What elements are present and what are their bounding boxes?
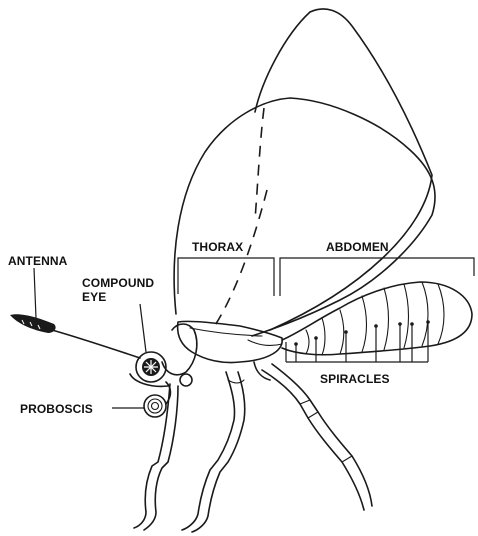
compound-eye-leader <box>140 304 146 352</box>
hind-wing-fold-line <box>212 190 267 330</box>
legs <box>134 362 372 532</box>
fore-wing-fold-line <box>255 108 264 220</box>
thorax-bracket <box>178 258 274 296</box>
hind-wing <box>255 9 432 330</box>
proboscis-label: PROBOSCIS <box>20 402 93 416</box>
thorax-label: THORAX <box>192 240 243 254</box>
compound-eye-label-line1: COMPOUND <box>82 276 154 290</box>
compound-eye-label-line2: EYE <box>82 290 106 304</box>
antenna-shaft <box>52 330 140 358</box>
thorax-body <box>178 321 283 362</box>
abdomen-label: ABDOMEN <box>326 240 389 254</box>
spiracles-label: SPIRACLES <box>320 372 390 386</box>
antenna-label: ANTENNA <box>8 254 67 268</box>
antenna-club <box>10 314 56 333</box>
head <box>162 324 197 375</box>
fore-wing <box>174 98 435 336</box>
antenna-leader <box>34 268 36 318</box>
